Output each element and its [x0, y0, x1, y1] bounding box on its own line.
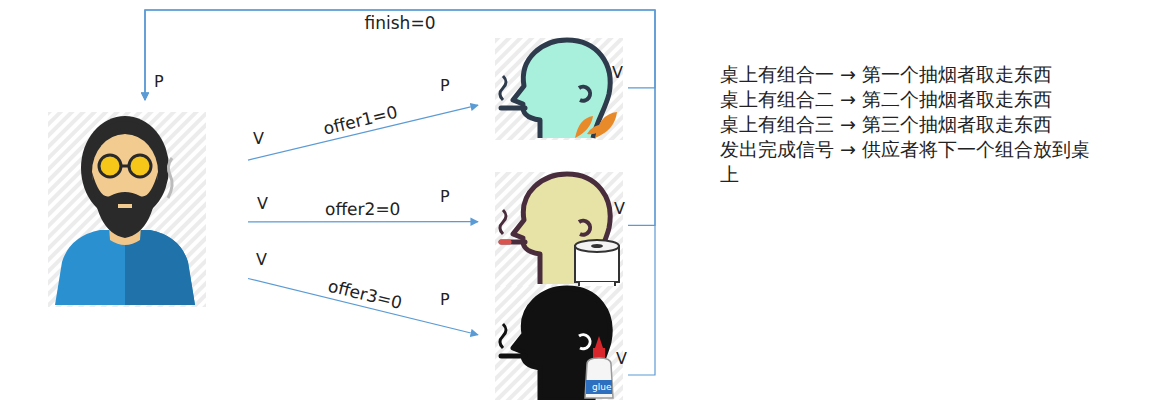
note-block: 桌上有组合一 → 第一个抽烟者取走东西桌上有组合二 → 第二个抽烟者取走东西桌上…	[720, 62, 1108, 187]
signal-op-label: V	[253, 130, 264, 148]
smoker-figure	[495, 172, 623, 290]
connector	[145, 10, 655, 225]
signal-op-label: V	[612, 64, 623, 82]
wait-op-label: P	[440, 188, 450, 206]
connector	[145, 10, 655, 375]
edge-label: offer3=0	[326, 275, 404, 312]
supplier-figure	[48, 112, 206, 307]
signal-op-label: V	[256, 251, 267, 269]
edge-label: offer2=0	[325, 199, 400, 219]
smoker-node: PV	[478, 35, 628, 143]
explanation-note: 桌上有组合三 → 第三个抽烟者取走东西	[720, 112, 1108, 137]
smoker-figure	[495, 38, 623, 140]
wait-op-label: P	[154, 73, 164, 91]
connector	[248, 221, 478, 222]
supplier-node: PVVV	[40, 100, 248, 310]
signal-op-label: V	[257, 195, 268, 213]
wait-op-label: P	[440, 291, 450, 309]
smoker-node: PV	[478, 283, 628, 398]
edge-label: offer1=0	[322, 101, 400, 138]
explanation-note: 发出完成信号 → 供应者将下一个组合放到桌上	[720, 137, 1108, 187]
signal-op-label: V	[616, 350, 627, 368]
edge-label: finish=0	[365, 13, 436, 33]
smoker-node: PV	[478, 168, 628, 290]
signal-op-label: V	[614, 200, 625, 218]
bottle-label: glue	[592, 382, 611, 392]
explanation-note: 桌上有组合一 → 第一个抽烟者取走东西	[720, 62, 1108, 87]
explanation-note: 桌上有组合二 → 第二个抽烟者取走东西	[720, 87, 1108, 112]
connector	[145, 10, 655, 100]
wait-op-label: P	[440, 77, 450, 95]
smoker-figure	[495, 286, 623, 400]
